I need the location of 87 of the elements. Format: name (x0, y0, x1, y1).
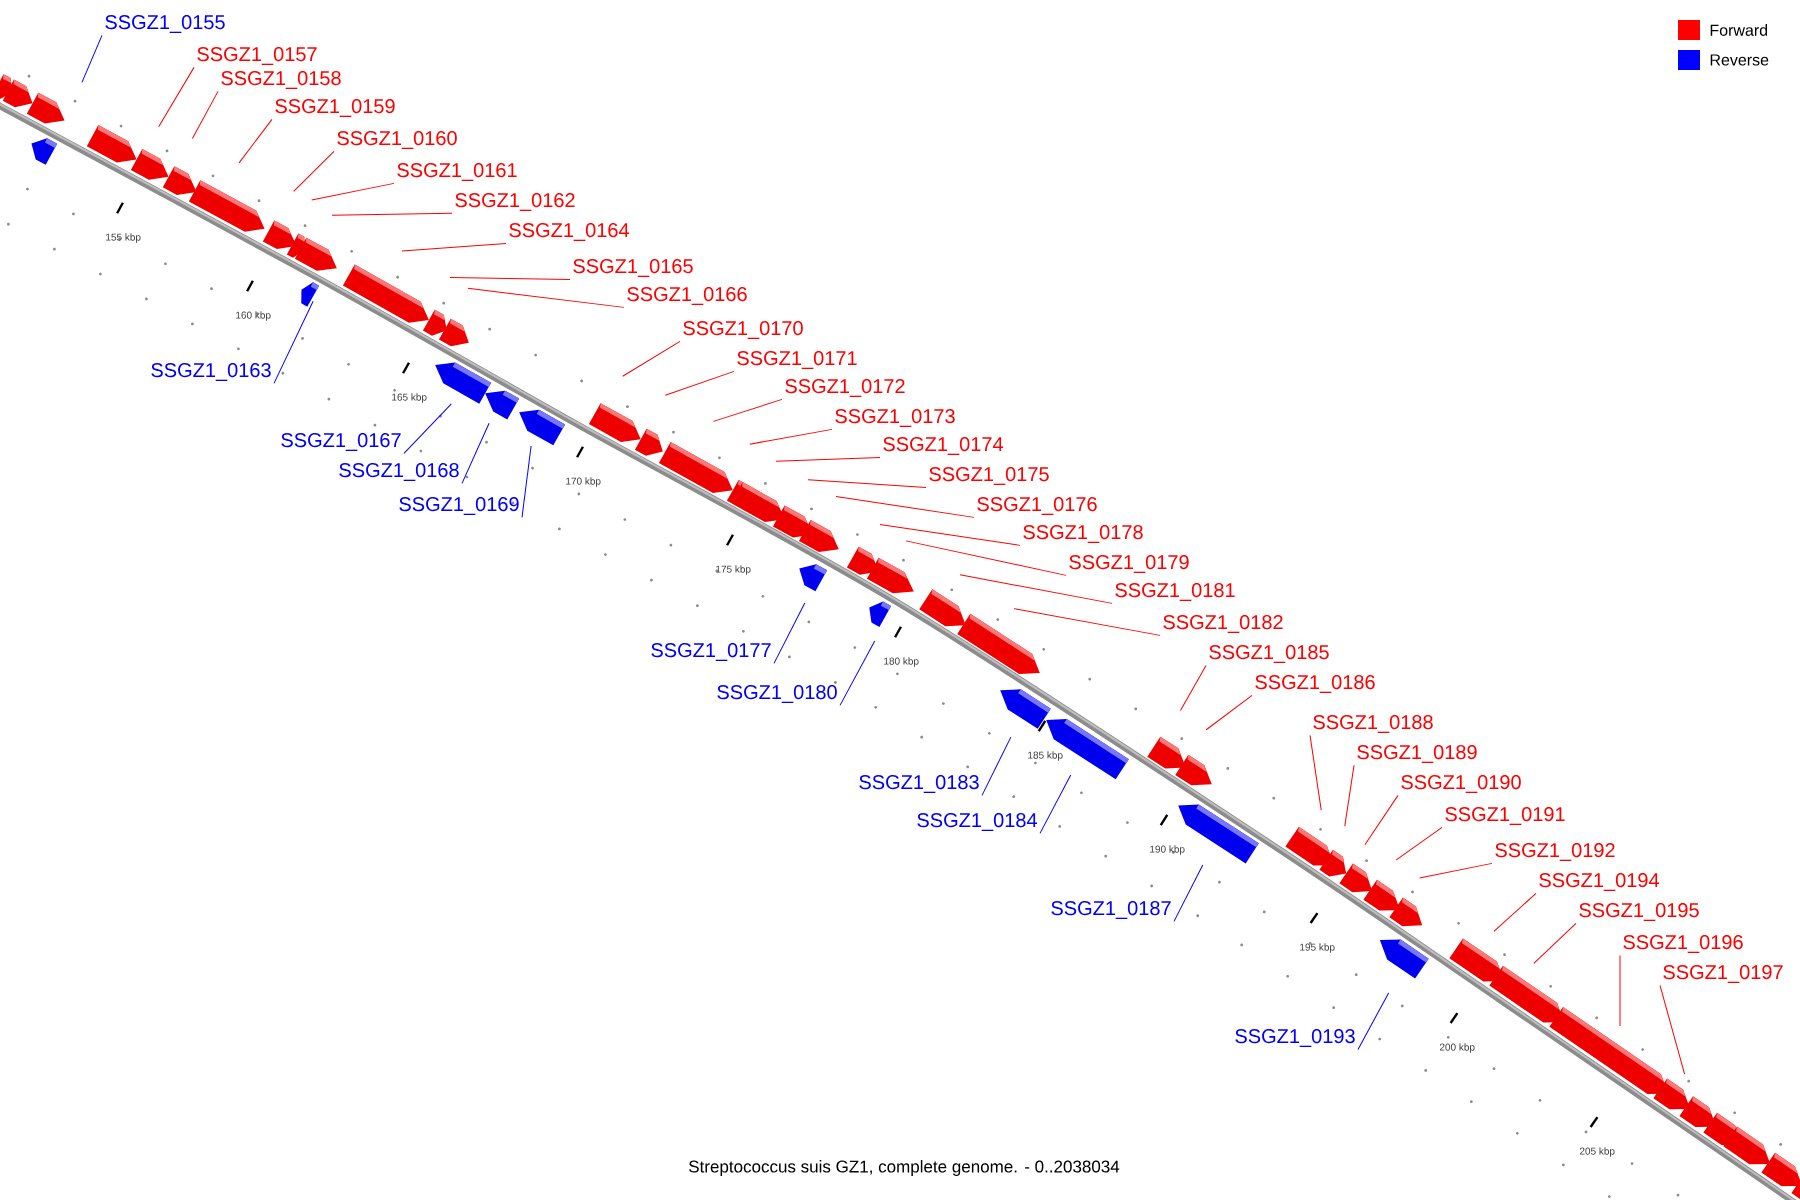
leader-line (401, 242, 507, 252)
caption: Streptococcus suis GZ1, complete genome. - 0..2038034 (689, 1160, 1120, 1176)
leader-line (1039, 774, 1072, 834)
leader-line (273, 300, 314, 384)
leader-line (1205, 694, 1253, 731)
gene-label: SSGZ1_0182 (1163, 615, 1283, 633)
gene-label: SSGZ1_0181 (1115, 583, 1235, 601)
leader-line (461, 422, 490, 484)
leader-line (807, 479, 927, 488)
gene-label: SSGZ1_0162 (455, 193, 575, 211)
gene-label: SSGZ1_0177 (651, 643, 771, 661)
gene-label: SSGZ1_0167 (281, 433, 401, 451)
leader-line (1344, 764, 1355, 827)
gene-label: SSGZ1_0166 (627, 287, 747, 305)
leader-line (959, 574, 1113, 604)
gene-label: SSGZ1_0172 (785, 379, 905, 397)
leader-line (521, 445, 532, 518)
legend-label: Forward (1710, 24, 1768, 36)
leader-line (879, 523, 1021, 546)
leader-line (1173, 864, 1204, 922)
gene-label: SSGZ1_0161 (397, 163, 517, 181)
gene-label: SSGZ1_0188 (1313, 715, 1433, 733)
leader-line (1179, 664, 1207, 712)
gene-label: SSGZ1_0160 (337, 131, 457, 149)
leader-line (712, 398, 783, 422)
gene-label: SSGZ1_0164 (509, 223, 629, 241)
gene-label: SSGZ1_0163 (151, 363, 271, 381)
leader-line (905, 540, 1067, 576)
leader-line (664, 370, 735, 396)
gene-label: SSGZ1_0174 (883, 437, 1003, 455)
gene-label: SSGZ1_0179 (1069, 555, 1189, 573)
leader-line (773, 602, 806, 664)
leader-line (1493, 892, 1537, 932)
gene-label: SSGZ1_0185 (1209, 645, 1329, 663)
gene-label: SSGZ1_0171 (737, 351, 857, 369)
gene-label: SSGZ1_0189 (1357, 745, 1477, 763)
gene-label: SSGZ1_0169 (399, 497, 519, 515)
leader-line (449, 277, 571, 280)
gene-label: SSGZ1_0173 (835, 409, 955, 427)
leader-line (1533, 922, 1577, 964)
leader-line (1659, 984, 1686, 1075)
gene-label: SSGZ1_0197 (1663, 965, 1783, 983)
gene-label: SSGZ1_0186 (1255, 675, 1375, 693)
gene-label: SSGZ1_0194 (1539, 873, 1659, 891)
gene-label: SSGZ1_0193 (1235, 1029, 1355, 1047)
gene-label: SSGZ1_0175 (929, 467, 1049, 485)
gene-label: SSGZ1_0191 (1445, 807, 1565, 825)
leader-line (238, 118, 273, 164)
leader-line (1309, 734, 1322, 811)
gene-label: SSGZ1_0176 (977, 497, 1097, 515)
leader-line (331, 212, 453, 216)
gene-label: SSGZ1_0159 (275, 99, 395, 117)
leader-line (1395, 826, 1443, 861)
legend-label: Reverse (1710, 54, 1769, 66)
leader-line (403, 403, 452, 454)
leader-line (835, 495, 975, 518)
leader-line (311, 182, 395, 201)
gene-label: SSGZ1_0155 (105, 15, 225, 33)
leader-line (158, 66, 195, 128)
gene-label: SSGZ1_0183 (859, 775, 979, 793)
leader-line (293, 150, 335, 192)
leader-line (1419, 862, 1493, 879)
leader-line (1013, 608, 1161, 636)
leader-line (1357, 992, 1390, 1050)
gene-label: SSGZ1_0192 (1495, 843, 1615, 861)
gene-label: SSGZ1_0170 (683, 321, 803, 339)
gene-label: SSGZ1_0184 (917, 813, 1037, 831)
gene-label: SSGZ1_0178 (1023, 525, 1143, 543)
gene-label: SSGZ1_0157 (197, 47, 317, 65)
leader-line (467, 287, 625, 308)
leader-line (981, 736, 1012, 796)
leader-line (1364, 794, 1399, 846)
leader-line (622, 340, 681, 377)
leader-line (81, 34, 103, 83)
gene-label: SSGZ1_0187 (1051, 901, 1171, 919)
gene-label: SSGZ1_0158 (221, 71, 341, 89)
leader-line (749, 428, 833, 445)
gene-label: SSGZ1_0195 (1579, 903, 1699, 921)
gene-label: SSGZ1_0196 (1623, 935, 1743, 953)
leader-line (1619, 954, 1621, 1027)
leader-line (191, 90, 219, 139)
leader-line (839, 640, 876, 706)
gene-label: SSGZ1_0180 (717, 685, 837, 703)
gene-label: SSGZ1_0190 (1401, 775, 1521, 793)
gene-label: SSGZ1_0165 (573, 259, 693, 277)
gene-label: SSGZ1_0168 (339, 463, 459, 481)
leader-line (775, 456, 881, 462)
